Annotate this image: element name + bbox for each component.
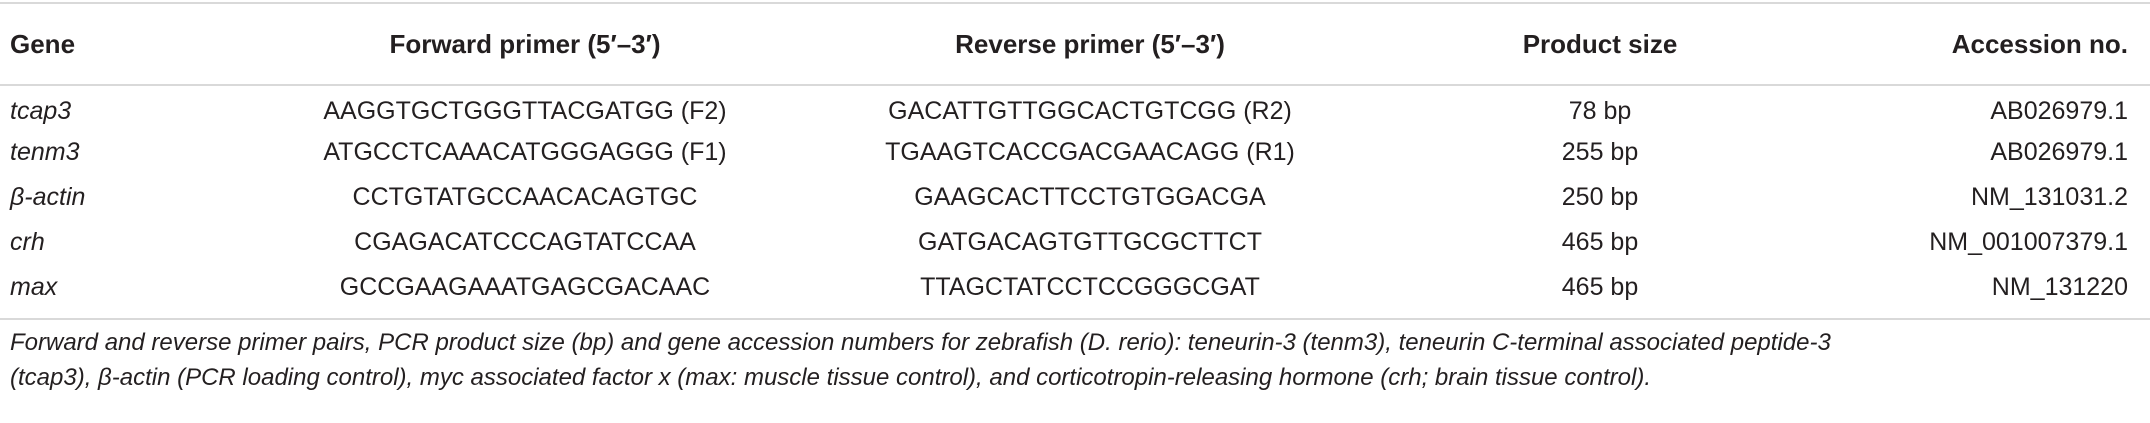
cell-accession: NM_001007379.1 [1929, 228, 2128, 256]
table-body: tcap3 AAGGTGCTGGGTTACGATGG (F2) GACATTGT… [0, 85, 2150, 320]
cell-accession: AB026979.1 [1990, 138, 2128, 166]
cell-reverse-primer: TGAAGTCACCGACGAACAGG (R1) [885, 138, 1295, 166]
header-reverse-primer: Reverse primer (5′–3′) [810, 2, 1370, 86]
cell-reverse-primer: GATGACAGTGTTGCGCTTCT [918, 228, 1262, 256]
header-accession: Accession no. [1830, 2, 2150, 86]
table-caption: Forward and reverse primer pairs, PCR pr… [10, 325, 2100, 395]
table-row: tcap3 AAGGTGCTGGGTTACGATGG (F2) GACATTGT… [0, 85, 2150, 130]
cell-gene: tcap3 [10, 96, 72, 125]
cell-accession: AB026979.1 [1990, 96, 2128, 125]
cell-gene: crh [10, 228, 45, 256]
cell-reverse-primer: GACATTGTTGGCACTGTCGG (R2) [888, 96, 1292, 125]
cell-gene: max [0, 265, 240, 320]
cell-gene: β-actin [10, 183, 86, 211]
header-forward-primer: Forward primer (5′–3′) [240, 2, 810, 86]
caption-line: Forward and reverse primer pairs, PCR pr… [10, 329, 1831, 356]
table-row: max GCCGAAGAAATGAGCGACAAC TTAGCTATCCTCCG… [0, 265, 2150, 320]
cell-accession: NM_131031.2 [1970, 183, 2128, 211]
cell-forward-primer: ATGCCTCAAACATGGGAGGG (F1) [323, 138, 727, 166]
header-row: Gene Forward primer (5′–3′) Reverse prim… [0, 2, 2150, 86]
cell-gene: tenm3 [10, 138, 80, 166]
cell-reverse-primer: GAAGCACTTCCTGTGGACGA [914, 183, 1266, 211]
table-row: tenm3 ATGCCTCAAACATGGGAGGG (F1) TGAAGTCA… [0, 130, 2150, 175]
header-gene: Gene [0, 2, 240, 86]
cell-product-size: 465 bp [1370, 265, 1830, 320]
primer-table: Gene Forward primer (5′–3′) Reverse prim… [0, 2, 2150, 320]
table-header: Gene Forward primer (5′–3′) Reverse prim… [0, 2, 2150, 86]
cell-reverse-primer: TTAGCTATCCTCCGGGCGAT [810, 265, 1370, 320]
cell-forward-primer: CGAGACATCCCAGTATCCAA [354, 228, 696, 256]
table-row: β-actin CCTGTATGCCAACACAGTGC GAAGCACTTCC… [0, 175, 2150, 220]
cell-product-size: 250 bp [1561, 183, 1639, 211]
cell-accession: NM_131220 [1830, 265, 2150, 320]
cell-forward-primer: CCTGTATGCCAACACAGTGC [352, 183, 698, 211]
cell-product-size: 78 bp [1568, 96, 1632, 125]
header-product-size: Product size [1370, 2, 1830, 86]
cell-forward-primer: AAGGTGCTGGGTTACGATGG (F2) [323, 96, 727, 125]
cell-product-size: 465 bp [1561, 228, 1639, 256]
cell-forward-primer: GCCGAAGAAATGAGCGACAAC [240, 265, 810, 320]
caption-line: (tcap3), β-actin (PCR loading control), … [10, 364, 1652, 391]
table-row: crh CGAGACATCCCAGTATCCAA GATGACAGTGTTGCG… [0, 220, 2150, 265]
cell-product-size: 255 bp [1561, 138, 1639, 166]
